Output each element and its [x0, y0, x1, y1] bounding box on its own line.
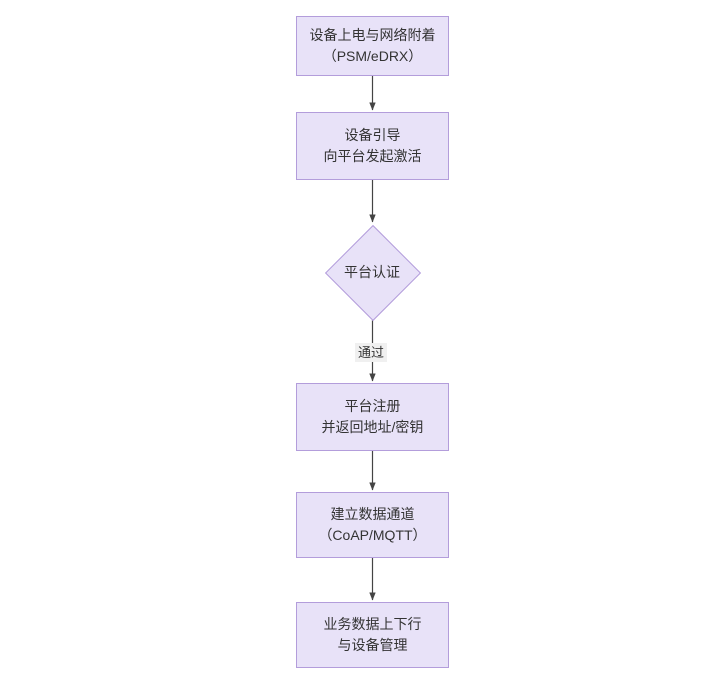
node-power-attach-line-2: （PSM/eDRX） — [322, 48, 423, 64]
node-power-attach[interactable]: 设备上电与网络附着 （PSM/eDRX） — [296, 16, 449, 76]
node-register-line-1: 平台注册 — [344, 398, 401, 414]
node-business-data-line-2: 与设备管理 — [337, 637, 408, 653]
node-data-channel-line-2: （CoAP/MQTT） — [318, 527, 427, 543]
node-auth-label: 平台认证 — [344, 264, 400, 280]
node-bootstrap-line-2: 向平台发起激活 — [323, 148, 422, 164]
node-business-data-line-1: 业务数据上下行 — [323, 616, 422, 632]
node-data-channel[interactable]: 建立数据通道 （CoAP/MQTT） — [296, 492, 449, 558]
node-bootstrap[interactable]: 设备引导 向平台发起激活 — [296, 112, 449, 180]
node-data-channel-line-1: 建立数据通道 — [330, 506, 415, 522]
node-power-attach-line-1: 设备上电与网络附着 — [309, 27, 436, 43]
edge-label-pass: 通过 — [355, 343, 388, 362]
node-bootstrap-line-1: 设备引导 — [344, 127, 401, 143]
node-register-line-2: 并返回地址/密钥 — [321, 419, 424, 435]
node-auth-decision[interactable]: 平台认证 — [324, 224, 422, 322]
node-business-data[interactable]: 业务数据上下行 与设备管理 — [296, 602, 449, 668]
node-register[interactable]: 平台注册 并返回地址/密钥 — [296, 383, 449, 451]
